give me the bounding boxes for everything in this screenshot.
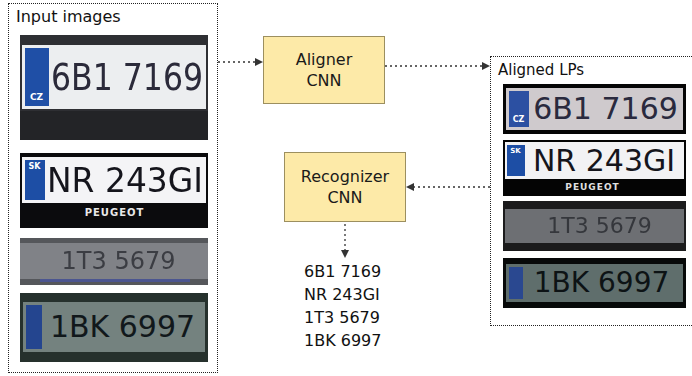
plate-part	[20, 111, 208, 140]
plate-image: SK NR 243GI PEUGEOT	[20, 153, 208, 228]
input-group: Input imagesCZ 6B1 7169SK NR 243GI PEUGEOT 1…	[8, 3, 218, 373]
connector-line	[414, 186, 490, 187]
output-arrow-head	[341, 250, 349, 258]
plate-part	[40, 279, 190, 282]
plate-text: 1BK 6997	[50, 303, 195, 351]
aligned-plate-image: SK NR 243GI PEUGEOT	[503, 140, 686, 196]
recognized-text: 1BK 6997	[304, 329, 381, 352]
group-title: Input images	[13, 7, 124, 27]
plate-text: 1T3 5679	[547, 210, 651, 242]
aligned-plate-image: 1BK 6997	[503, 258, 686, 308]
process-box: Aligner CNN	[263, 36, 385, 104]
recognized-text: 1T3 5679	[304, 306, 381, 329]
box-label: Recognizer CNN	[297, 166, 393, 208]
plate-text: CZ	[30, 91, 43, 104]
output-arrow-line	[344, 224, 345, 250]
plate-image: 1BK 6997	[20, 293, 208, 362]
plate-text: 6B1 7169	[533, 89, 678, 129]
recognized-text: NR 243GI	[304, 283, 381, 306]
arrow-head	[482, 62, 490, 70]
plate-text: PEUGEOT	[85, 206, 145, 220]
aligned-plate-image: CZ 6B1 7169	[503, 84, 686, 134]
connector-line	[385, 65, 482, 66]
arrow-head	[406, 183, 414, 191]
dotted-arrow	[218, 58, 263, 66]
plate-text: PEUGEOT	[565, 181, 619, 194]
output-list: 6B1 7169NR 243GI1T3 56791BK 6997	[304, 260, 381, 352]
plate-text: SK	[510, 146, 520, 157]
dotted-arrow	[385, 62, 490, 70]
box-label: Aligner CNN	[276, 49, 372, 91]
plate-text: NR 243GI	[533, 143, 675, 178]
plate-image: 1T3 5679	[20, 238, 208, 285]
plate-text: SK	[29, 161, 41, 173]
aligned-plate-image: 1T3 5679	[503, 201, 686, 251]
dotted-arrow	[406, 183, 490, 191]
plate-part	[509, 267, 523, 299]
arrow-head	[255, 58, 263, 66]
plate-part	[26, 305, 42, 349]
plate-text: CZ	[513, 114, 525, 126]
aligned-group: Aligned LPsCZ 6B1 7169SK NR 243GI PEUGEOT 1T…	[490, 56, 692, 326]
recognized-text: 6B1 7169	[304, 260, 381, 283]
plate-image: CZ 6B1 7169	[20, 35, 208, 140]
plate-text: 6B1 7169	[51, 47, 203, 107]
group-title: Aligned LPs	[495, 60, 587, 80]
plate-text: 1BK 6997	[534, 265, 670, 301]
plate-text: 1T3 5679	[62, 244, 176, 278]
plate-text: NR 243GI	[47, 158, 203, 202]
connector-line	[218, 61, 255, 62]
process-box: Recognizer CNN	[284, 152, 406, 222]
